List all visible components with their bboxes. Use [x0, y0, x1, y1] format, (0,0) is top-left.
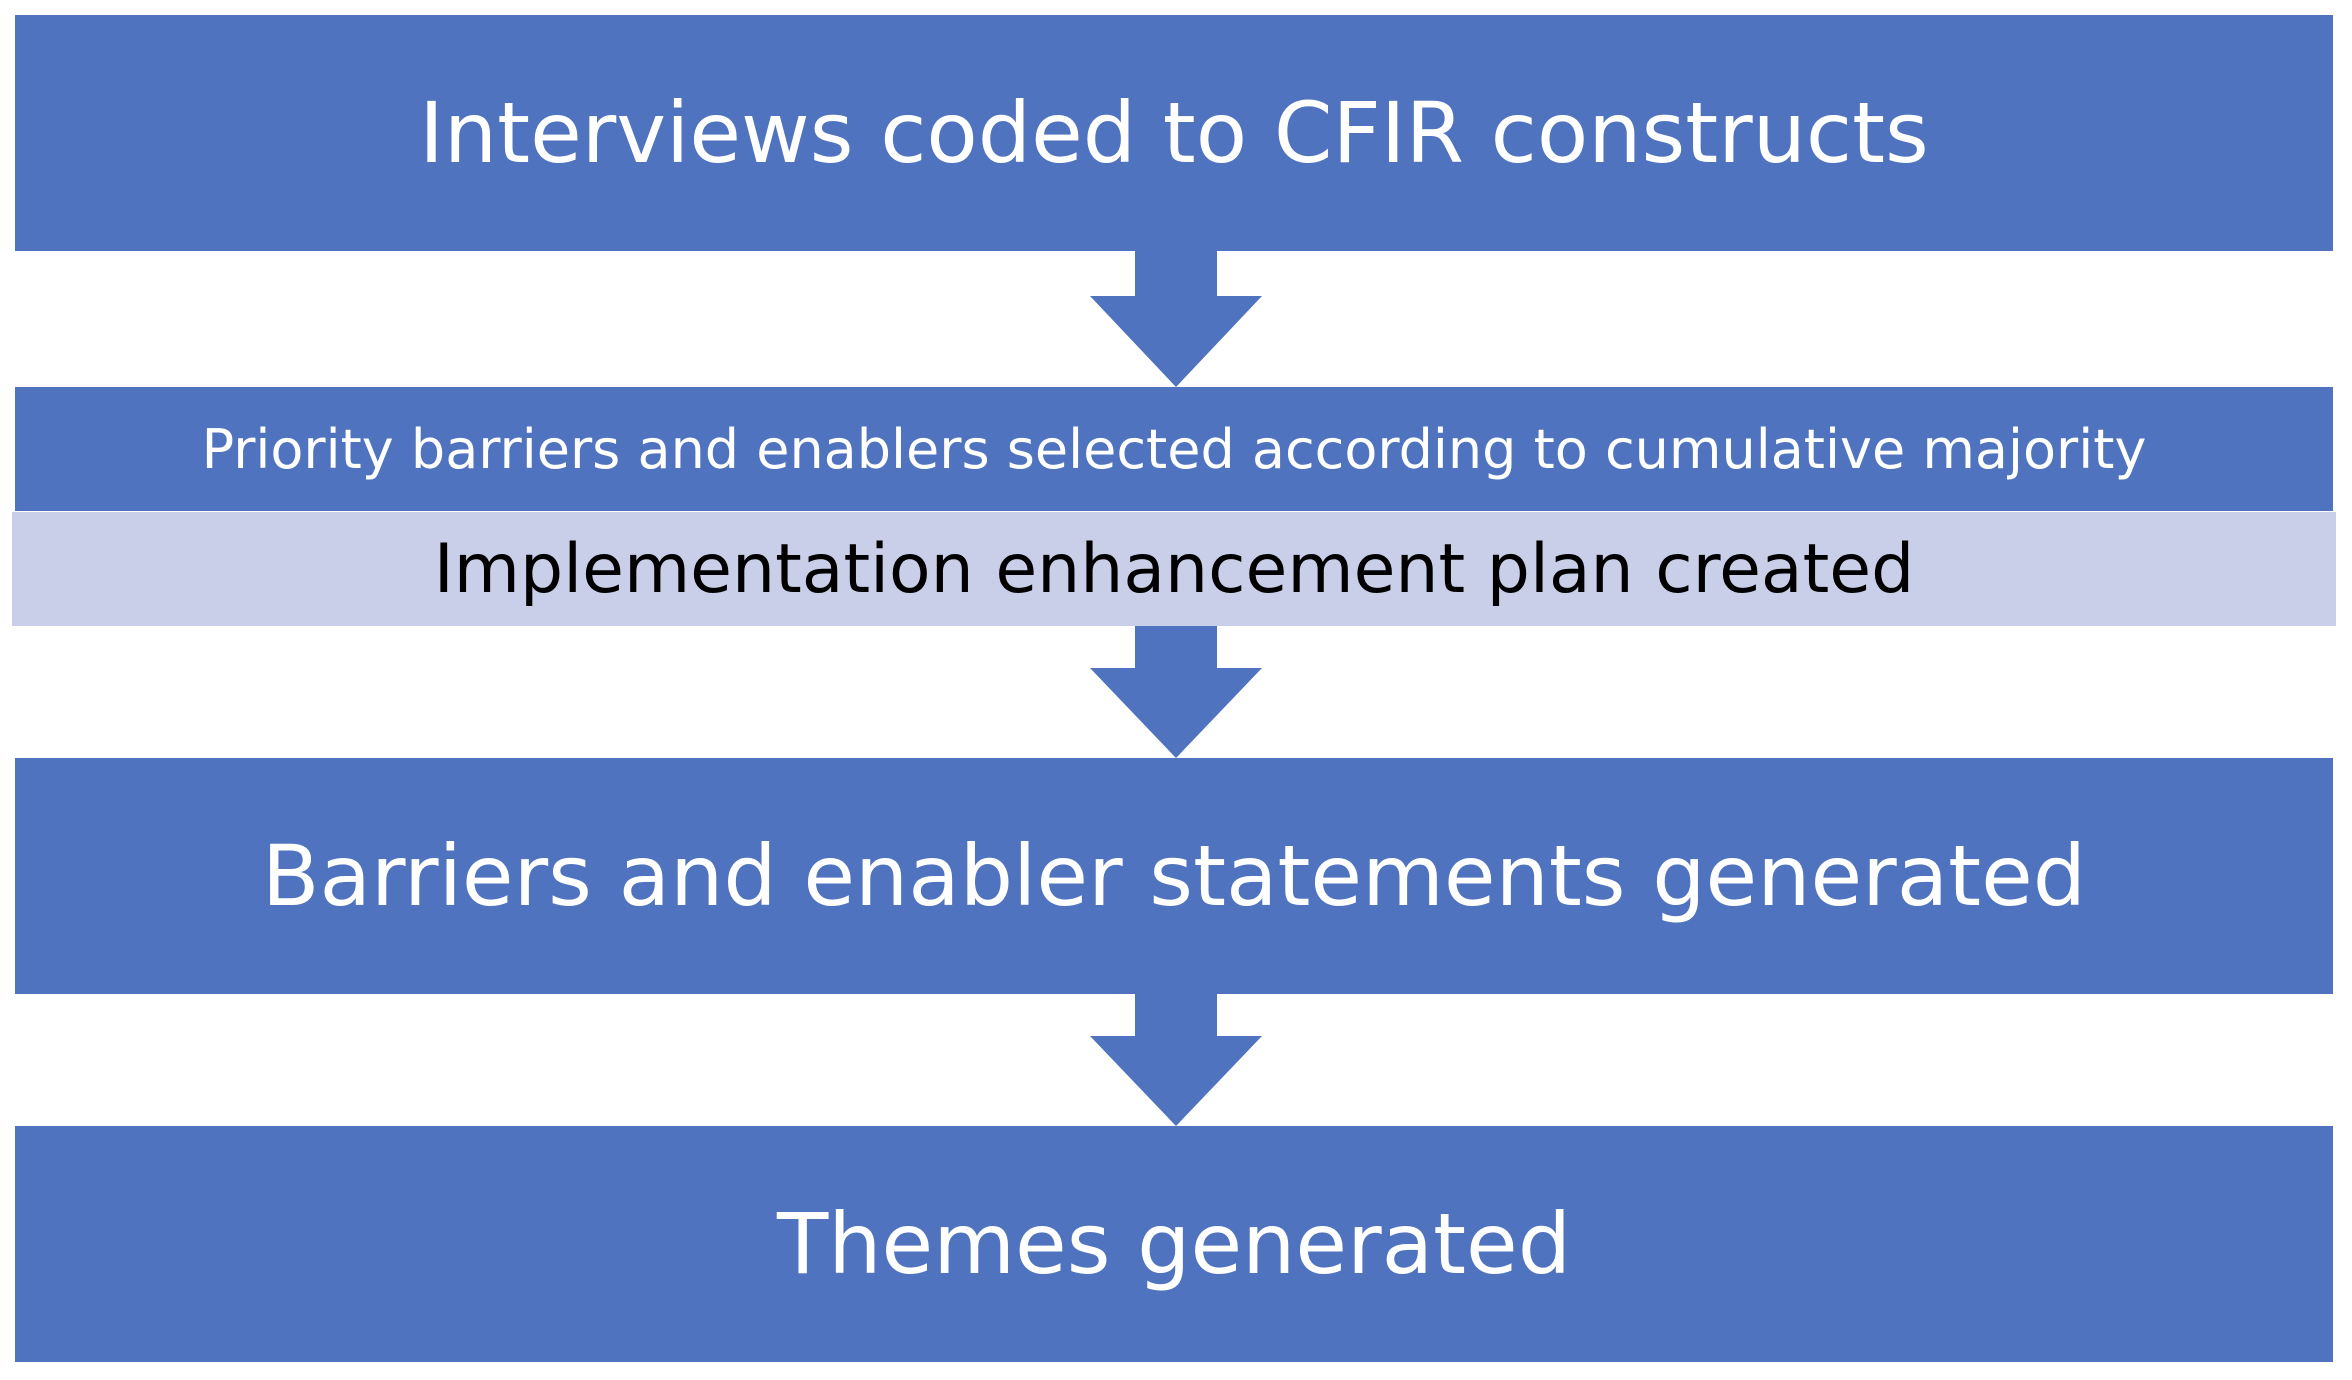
down-arrow-icon	[1090, 626, 1262, 758]
step-statements-generated: Barriers and enabler statements generate…	[15, 758, 2333, 994]
step-themes-generated: Themes generated	[15, 1126, 2333, 1362]
step-themes-generated-label: Themes generated	[776, 1195, 1572, 1293]
down-arrow-icon	[1090, 251, 1262, 387]
step-interviews-coded-label: Interviews coded to CFIR constructs	[419, 84, 1929, 182]
step-priority-barriers: Priority barriers and enablers selected …	[15, 387, 2333, 511]
step-implementation-plan: Implementation enhancement plan created	[12, 512, 2336, 626]
step-interviews-coded: Interviews coded to CFIR constructs	[15, 15, 2333, 251]
down-arrow-icon	[1090, 994, 1262, 1126]
step-statements-generated-label: Barriers and enabler statements generate…	[261, 827, 2087, 925]
step-priority-barriers-label: Priority barriers and enablers selected …	[201, 417, 2147, 481]
step-implementation-plan-label: Implementation enhancement plan created	[433, 529, 1915, 609]
